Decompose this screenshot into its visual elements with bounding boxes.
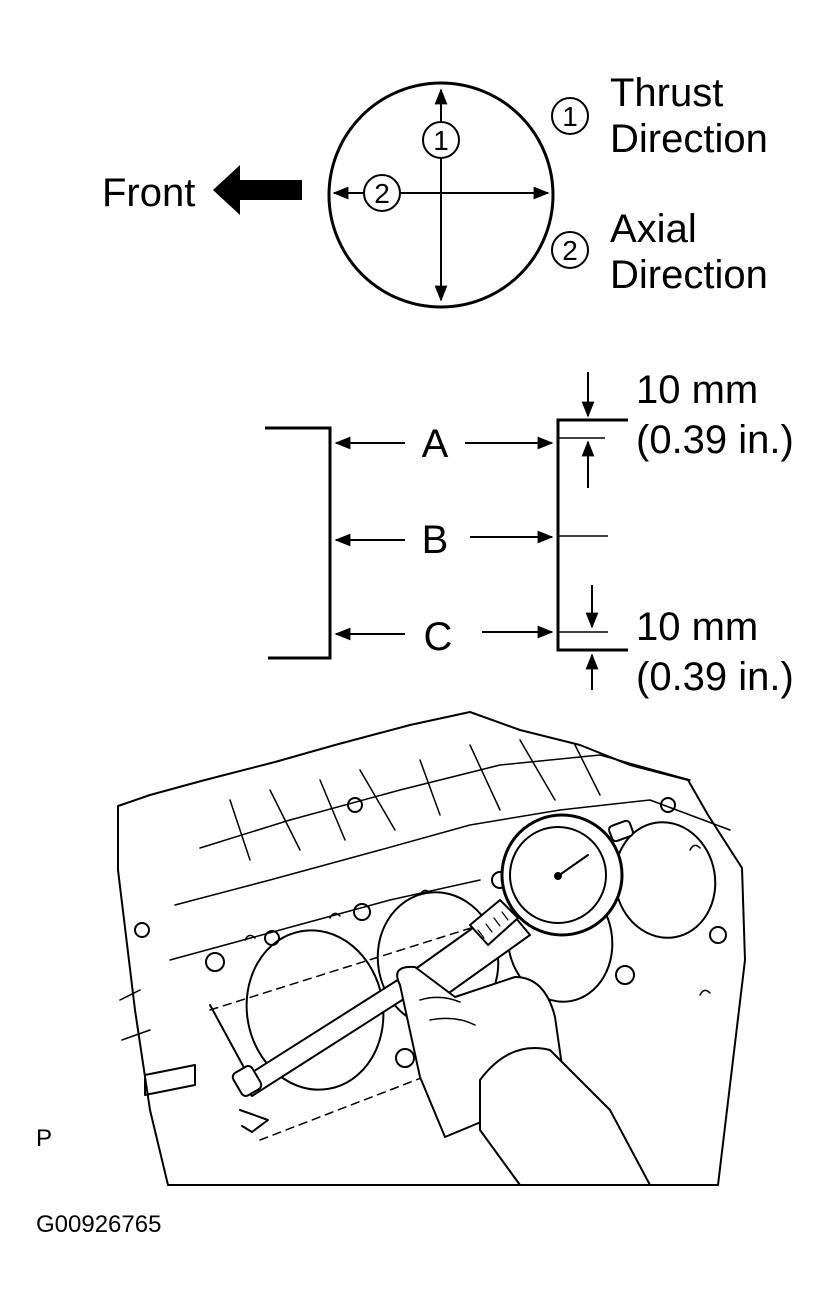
- direction-diagram: 1 2 Front 1 Thrust Direction 2 Axial Dir…: [102, 71, 768, 309]
- position-a-label: A: [422, 422, 449, 466]
- top-offset-value: 10 mm: [636, 368, 758, 412]
- hand-lower: [479, 1047, 651, 1186]
- engine-block-outline: [117, 711, 746, 1186]
- front-arrow-icon: [213, 165, 302, 215]
- marker-2: 2: [363, 174, 401, 212]
- engine-block-illustration: [117, 711, 746, 1186]
- position-b-label: B: [422, 518, 449, 562]
- bore-wall-left: [265, 426, 332, 660]
- position-c-label: C: [424, 615, 453, 659]
- figure-code: G00926765: [36, 1211, 161, 1238]
- bottom-offset-imperial: (0.39 in.): [636, 655, 794, 699]
- view-label: P: [36, 1125, 52, 1152]
- front-label: Front: [102, 171, 195, 215]
- dial-needle: [557, 854, 589, 877]
- legend-item-axial: 2 Axial Direction: [551, 207, 768, 297]
- legend-2-line1: Axial: [610, 207, 697, 251]
- top-offset-imperial: (0.39 in.): [636, 418, 794, 462]
- marker-1-number: 1: [433, 125, 449, 156]
- legend-2-line2: Direction: [610, 253, 768, 297]
- bore-wall-right: [556, 418, 628, 652]
- marker-1: 1: [422, 121, 460, 159]
- legend-1-line1: Thrust: [610, 71, 723, 115]
- legend-item-thrust: 1 Thrust Direction: [551, 71, 768, 161]
- bottom-offset-value: 10 mm: [636, 605, 758, 649]
- bore-positions-diagram: A B C 10 mm (0.39 in.) 10 mm (0.39 in.): [265, 368, 794, 699]
- bore-circle: [327, 81, 555, 309]
- legend-1-line2: Direction: [610, 117, 768, 161]
- marker-2-number: 2: [374, 178, 390, 209]
- legend-1-number: 1: [562, 101, 578, 132]
- legend-2-number: 2: [562, 235, 578, 266]
